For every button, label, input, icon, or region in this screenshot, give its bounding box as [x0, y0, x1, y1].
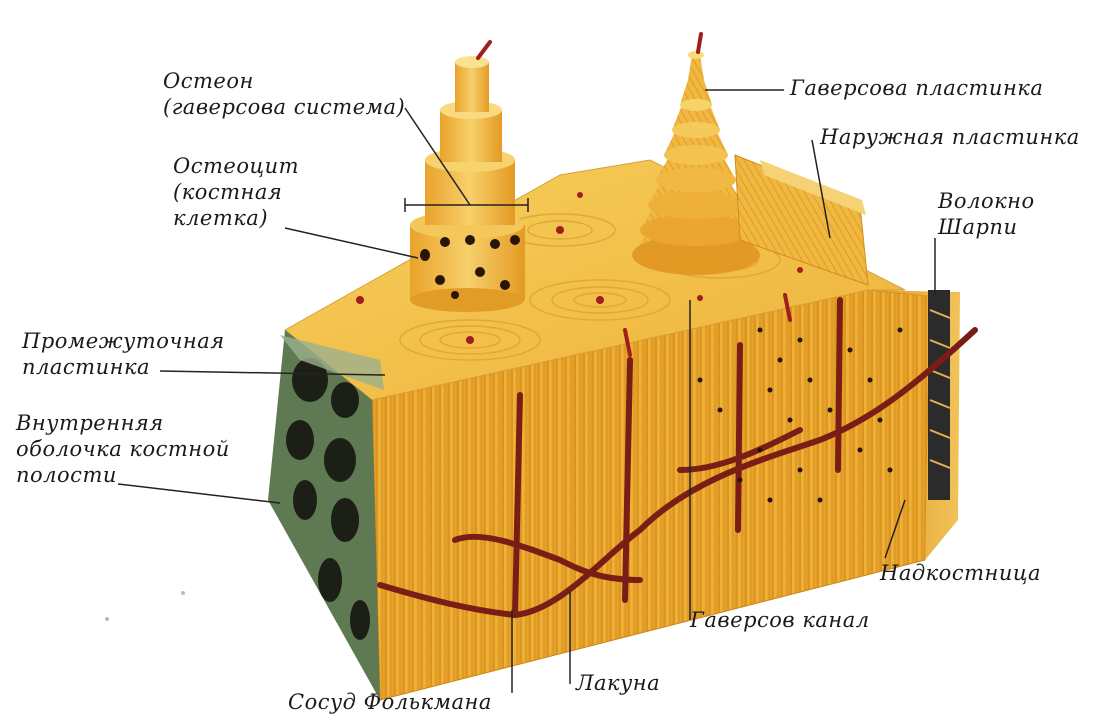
label-periosteum: Надкостница — [880, 560, 1041, 586]
label-outer-lamella: Наружная пластинка — [820, 124, 1080, 150]
label-lacuna: Лакуна — [576, 670, 660, 696]
label-haversian-lamella: Гаверсова пластинка — [790, 75, 1043, 101]
label-interstitial-lamella: Промежуточная пластинка — [22, 328, 225, 380]
label-inner-membrane: Внутренняя оболочка костной полости — [16, 410, 230, 488]
label-volkmann-vessel: Сосуд Фолькмана — [288, 689, 492, 715]
label-osteon: Остеон (гаверсова система) — [163, 68, 405, 120]
label-osteocyte: Остеоцит (костная клетка) — [173, 153, 299, 231]
label-haversian-canal: Гаверсов канал — [690, 607, 870, 633]
label-sharpey-fiber: Волокно Шарпи — [938, 188, 1035, 240]
scan-specks — [105, 591, 185, 621]
periosteum-band — [928, 290, 950, 500]
osteon-tower-left — [410, 42, 525, 312]
